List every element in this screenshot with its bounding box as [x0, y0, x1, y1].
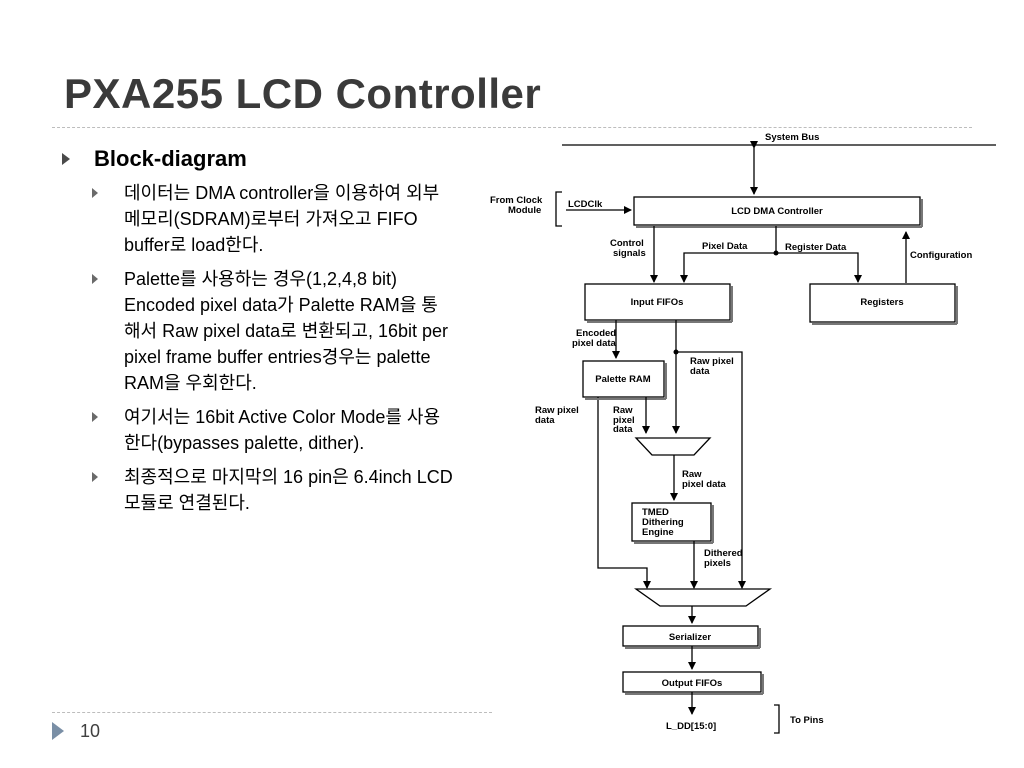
raw-pixel-label-b-2: data [535, 415, 555, 426]
registers-label: Registers [860, 297, 903, 308]
encoded-pixel-label-2: pixel data [572, 338, 617, 349]
bullet-heading: Block-diagram [62, 144, 462, 174]
bullet-arrow-icon [92, 472, 98, 482]
sub-bullet-text: 데이터는 DMA controller을 이용하여 외부메모리(SDRAM)로부… [124, 183, 440, 255]
raw-pixel-branch [676, 351, 746, 589]
raw-pixel-label-b: Raw pixel [535, 405, 579, 416]
input-fifos-box [584, 283, 731, 321]
registers-box [809, 283, 956, 323]
from-clock-label-2: Module [508, 205, 541, 216]
footer-divider [52, 712, 492, 713]
bullet-arrow-icon [92, 188, 98, 198]
sub-bullet-2: Palette를 사용하는 경우(1,2,4,8 bit) Encoded pi… [62, 266, 454, 396]
mux-1 [634, 437, 712, 456]
raw-pixel-label-c-2: pixel [613, 415, 635, 426]
from-clock-label: From Clock [490, 195, 543, 206]
raw-pixel-label-a-2: data [690, 366, 710, 377]
tmed-dithering-box [631, 502, 712, 542]
bullet-arrow-icon [92, 274, 98, 284]
sub-bullet-4: 최종적으로 마지막의 16 pin은 6.4inch LCD 모듈로 연결된다. [62, 464, 454, 516]
palette-ram-label: Palette RAM [595, 374, 651, 385]
clock-bracket [555, 191, 562, 227]
to-pins-label: To Pins [790, 715, 824, 726]
sub-bullet-text: 여기서는 16bit Active Color Mode를 사용한다(bypas… [124, 407, 441, 453]
page-number: 10 [80, 721, 101, 741]
configuration-label: Configuration [910, 250, 972, 261]
sub-bullet-text: 최종적으로 마지막의 16 pin은 6.4inch LCD 모듈로 연결된다. [124, 467, 453, 513]
bullet-list: Block-diagram 데이터는 DMA controller을 이용하여 … [62, 144, 462, 524]
pixel-data-label: Pixel Data [702, 241, 748, 252]
page-title: PXA255 LCD Controller [64, 70, 542, 117]
dithered-pixels-label: Dithered [704, 548, 743, 559]
page-arrow-icon [52, 722, 64, 740]
lcd-dma-controller-box [633, 196, 921, 226]
input-fifos-label: Input FIFOs [631, 297, 684, 308]
register-data-label: Register Data [785, 242, 847, 253]
title-divider [52, 127, 972, 128]
output-fifos-label: Output FIFOs [662, 678, 723, 689]
dithered-pixels-label-2: pixels [704, 558, 731, 569]
serializer-label: Serializer [669, 632, 712, 643]
palette-bypass-path [597, 396, 651, 589]
pixel-data-path [680, 252, 776, 283]
mux-2 [633, 588, 773, 607]
tmed-label: TMED [642, 507, 669, 518]
lcd-dma-controller-label: LCD DMA Controller [731, 206, 823, 217]
sub-bullet-3: 여기서는 16bit Active Color Mode를 사용한다(bypas… [62, 404, 454, 456]
system-bus-label: System Bus [765, 132, 819, 143]
tmed-label-2: Dithering [642, 517, 684, 528]
palette-ram-box [582, 360, 665, 398]
bullet-arrow-icon [62, 153, 70, 165]
raw-pixel-label-d-2: pixel data [682, 479, 727, 490]
raw-pixel-label-c: Raw [613, 405, 633, 416]
tmed-label-3: Engine [642, 527, 674, 538]
encoded-pixel-label: Encoded [576, 328, 616, 339]
lcdclk-label: LCDClk [568, 199, 603, 210]
register-data-path [776, 252, 862, 283]
control-signals-label-2: signals [613, 248, 646, 259]
sub-bullet-text: Palette를 사용하는 경우(1,2,4,8 bit) Encoded pi… [124, 269, 449, 393]
sub-bullet-1: 데이터는 DMA controller을 이용하여 외부메모리(SDRAM)로부… [62, 180, 454, 258]
bullet-heading-text: Block-diagram [94, 146, 247, 171]
raw-pixel-label-a: Raw pixel [690, 356, 734, 367]
bullet-arrow-icon [92, 412, 98, 422]
lcd-pins-label: L_DD[15:0] [666, 721, 716, 732]
to-pins-bracket [774, 704, 780, 734]
control-signals-label: Control [610, 238, 644, 249]
serializer-box [622, 625, 759, 647]
raw-pixel-label-d: Raw [682, 469, 702, 480]
raw-pixel-label-c-3: data [613, 424, 633, 435]
